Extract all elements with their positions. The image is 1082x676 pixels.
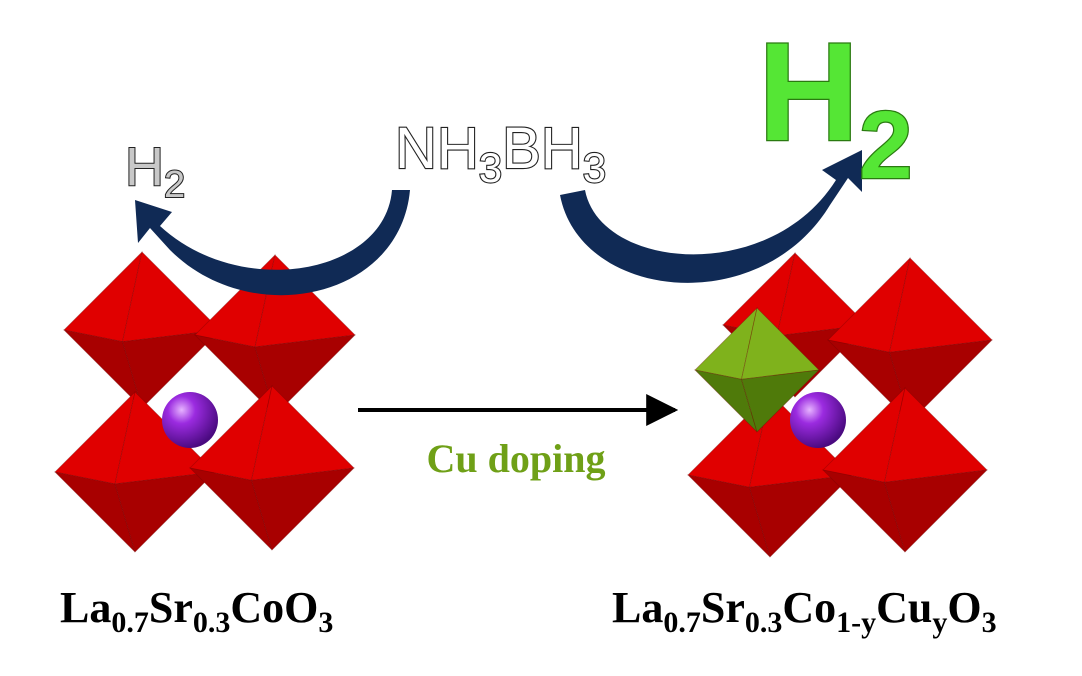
a-site-cation-sphere (162, 392, 218, 448)
formula-right-co-sub: 1-y (836, 606, 876, 639)
product-h2-small-sub: 2 (164, 164, 185, 206)
reactant-label: NH3BH3 (395, 116, 606, 191)
octahedron-bottom-right (188, 384, 356, 551)
formula-left-coo: CoO (230, 583, 318, 632)
formula-right-la: La (612, 583, 663, 632)
reactant-part-2: BH (502, 116, 583, 181)
cu-octahedron-face (740, 369, 821, 433)
formula-right-o: O (947, 583, 981, 632)
formula-left-sr-sub: 0.3 (193, 606, 231, 639)
formula-right-co: Co (782, 583, 836, 632)
product-h2-large-main: H (758, 13, 859, 170)
octahedron-bottom-right-face (250, 467, 356, 551)
product-h2-small: H2 (125, 137, 185, 206)
octahedron-bottom-left-face (748, 474, 854, 558)
reactant-sub-2: 3 (583, 144, 606, 191)
octahedron-bottom-right-face (821, 469, 906, 553)
formula-right-o-sub: 3 (982, 606, 997, 639)
curved-arrow-right (560, 150, 862, 283)
formula-left-la-sub: 0.7 (111, 606, 149, 639)
product-h2-small-main: H (125, 137, 164, 197)
formula-left-sr: Sr (149, 583, 193, 632)
octahedron-top-left-face (121, 329, 222, 409)
formula-right-cu: Cu (876, 583, 932, 632)
product-h2-large: H2 (758, 13, 913, 199)
formula-right-sr-sub: 0.3 (745, 606, 783, 639)
formula-left-o-sub: 3 (318, 606, 333, 639)
octahedron-bottom-right-face (883, 469, 989, 553)
octahedron-bottom-right-face (188, 467, 273, 551)
perovskite-structure-cu-doped (686, 251, 994, 558)
octahedron-top-left (62, 250, 222, 409)
product-h2-large-sub: 2 (859, 92, 912, 199)
formula-right-cu-sub: y (932, 606, 947, 639)
curved-arrow-left (135, 190, 410, 296)
octahedron-top-right (826, 256, 994, 423)
formula-right-sr: Sr (701, 583, 745, 632)
formula-undoped: La0.7Sr0.3CoO3 (60, 583, 333, 639)
formula-left-la: La (60, 583, 111, 632)
a-site-cation-sphere (790, 392, 846, 448)
reactant-part-1: NH (395, 116, 479, 181)
formula-right-la-sub: 0.7 (663, 606, 701, 639)
reactant-sub-1: 3 (479, 144, 502, 191)
formula-cu-doped: La0.7Sr0.3Co1-yCuyO3 (612, 583, 997, 639)
process-label: Cu doping (427, 436, 606, 481)
octahedron-bottom-left-face (686, 474, 771, 558)
octahedron-bottom-left-face (114, 471, 217, 553)
octahedron-bottom-left (53, 390, 217, 553)
octahedron-bottom-right (821, 386, 989, 553)
perovskite-structure-undoped (53, 250, 357, 553)
cu-octahedron (693, 306, 821, 433)
